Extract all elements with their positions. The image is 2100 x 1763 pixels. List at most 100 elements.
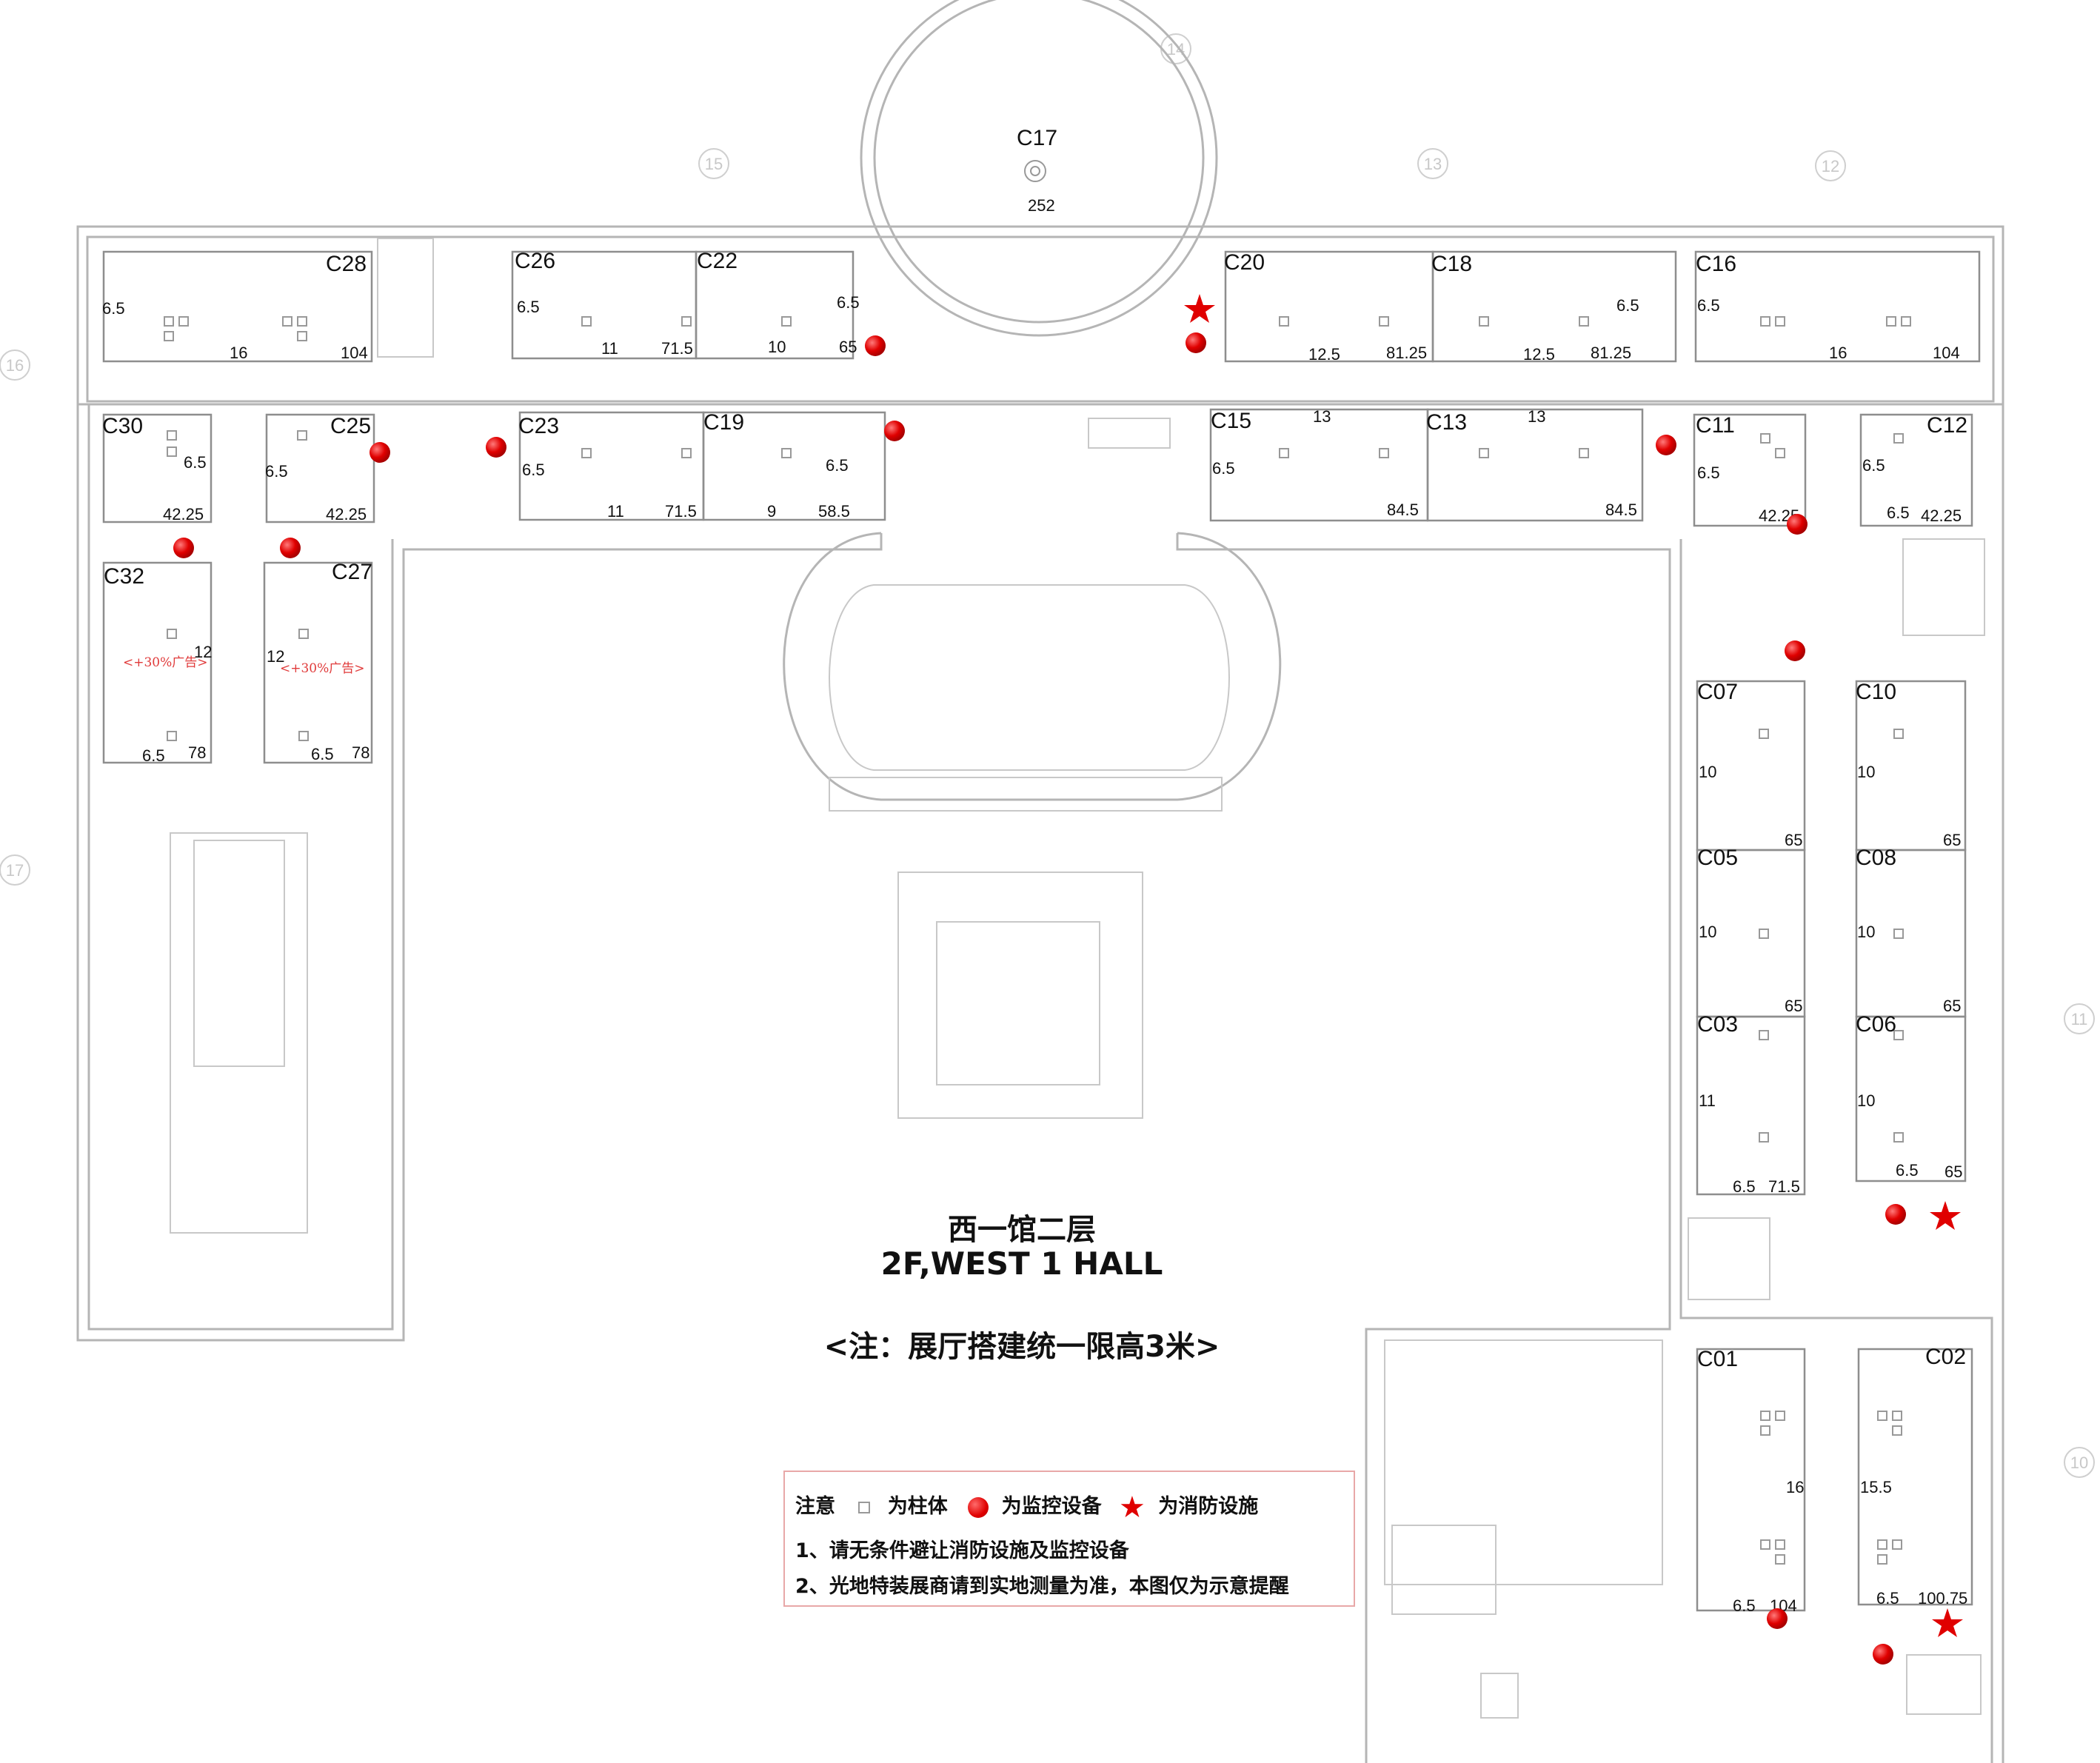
booth-c22-right: 6.5 <box>837 293 860 312</box>
legend-rule-2: 2、光地特装展商请到实地测量为准，本图仅为示意提醒 <box>795 1575 1289 1598</box>
booth-c22-id: C22 <box>697 249 738 273</box>
booth-c06-area: 65 <box>1944 1162 1962 1181</box>
camera-marker <box>1186 332 1206 353</box>
booth-c32-ad: <+30%广告> <box>123 655 208 670</box>
camera-marker <box>1787 514 1808 535</box>
booth-c11-id: C11 <box>1696 413 1735 438</box>
fire-icon: ★ <box>1119 1490 1146 1525</box>
camera-marker <box>1767 1608 1788 1629</box>
column-icon <box>858 1501 871 1513</box>
booth-c06-id: C06 <box>1856 1012 1896 1037</box>
axis-10: 10 <box>2070 1453 2088 1472</box>
booth-c08-id: C08 <box>1856 846 1896 870</box>
booth-c25-side: 6.5 <box>265 462 288 481</box>
booth-c27-ad: <+30%广告> <box>280 661 365 676</box>
booth-c26-area: 71.5 <box>661 339 693 358</box>
booth-c26-left: 6.5 <box>517 298 540 316</box>
booth-c20-area: 81.25 <box>1386 344 1427 362</box>
booth-c07-area: 65 <box>1785 831 1802 849</box>
axis-11: 11 <box>2071 1010 2088 1028</box>
booth-c28-left: 6.5 <box>102 299 125 318</box>
legend-heading: 注意 <box>795 1495 835 1518</box>
booth-c03-id: C03 <box>1697 1012 1738 1037</box>
grid-axes: 14 15 13 12 16 17 11 10 <box>0 33 2095 1478</box>
booth-c25-id: C25 <box>330 414 371 438</box>
booth-c19-area: 58.5 <box>818 502 850 521</box>
booth-c01-bottom: 6.5 <box>1733 1596 1756 1615</box>
booth-c32-area: 78 <box>188 743 206 762</box>
camera-marker <box>1873 1644 1893 1665</box>
fire-markers <box>1184 294 1963 1637</box>
booth-c20-bottom: 12.5 <box>1308 345 1340 364</box>
booth-c15-id: C15 <box>1211 409 1251 433</box>
axis-14: 14 <box>1167 40 1185 58</box>
booth-labels: C17 252 C28 6.5 16 104 C26 6.5 11 71.5 C… <box>102 126 1967 1615</box>
booth-c10-id: C10 <box>1856 680 1896 704</box>
booth-c27-id: C27 <box>332 560 372 584</box>
booth-c25-area: 42.25 <box>326 505 367 523</box>
booth-c08-area: 65 <box>1943 997 1961 1015</box>
booth-c12-side: 6.5 <box>1862 456 1885 475</box>
booth-c16-id: C16 <box>1696 252 1736 276</box>
booth-c05-id: C05 <box>1697 846 1738 870</box>
booth-c20-id: C20 <box>1224 250 1265 275</box>
booth-c10-area: 65 <box>1943 831 1961 849</box>
booth-c30-side: 6.5 <box>184 453 207 472</box>
booth-c15-top: 13 <box>1313 407 1331 426</box>
booth-c17-id: C17 <box>1017 126 1057 150</box>
camera-marker <box>369 442 390 463</box>
booth-c22-area: 65 <box>839 338 857 356</box>
booth-c32-bottom: 6.5 <box>142 746 165 765</box>
axis-17: 17 <box>6 861 24 880</box>
camera-marker <box>865 335 886 356</box>
booth-c17-area: 252 <box>1028 196 1055 215</box>
booth-c18-area: 81.25 <box>1591 344 1631 362</box>
booth-c02-area: 100.75 <box>1918 1589 1967 1608</box>
booth-c15-left: 6.5 <box>1212 459 1235 478</box>
booth-c12-area: 42.25 <box>1921 506 1962 525</box>
booth-c12-bottom: 6.5 <box>1887 504 1910 522</box>
booth-c18-right: 6.5 <box>1616 296 1639 315</box>
booth-c30-id: C30 <box>102 414 143 438</box>
booth-c15-area: 84.5 <box>1387 501 1419 519</box>
booth-c03-side: 11 <box>1699 1091 1716 1110</box>
booth-c13-id: C13 <box>1426 410 1467 435</box>
booth-c32-id: C32 <box>104 564 144 589</box>
booth-c16-bottom: 16 <box>1829 344 1847 362</box>
booth-c10-side: 10 <box>1857 763 1875 781</box>
camera-marker <box>1656 435 1676 455</box>
booth-c02-side: 15.5 <box>1860 1478 1892 1496</box>
camera-marker <box>280 538 301 558</box>
axis-12: 12 <box>1822 157 1839 175</box>
camera-icon <box>968 1496 989 1518</box>
legend-box: 注意 为柱体 为监控设备 ★ 为消防设施 1、请无条件避让消防设施及监控设备 2… <box>783 1471 1355 1607</box>
booth-c07-side: 10 <box>1699 763 1716 781</box>
booth-c13-area: 84.5 <box>1605 501 1637 519</box>
fire-marker <box>1932 1608 1963 1637</box>
booth-c23-id: C23 <box>518 414 559 438</box>
booth-c16-left: 6.5 <box>1697 296 1720 315</box>
booth-c18-id: C18 <box>1431 252 1472 276</box>
booth-c01-side: 16 <box>1786 1478 1804 1496</box>
booth-c12-id: C12 <box>1927 413 1967 438</box>
camera-marker <box>1885 1204 1906 1225</box>
axis-15: 15 <box>705 155 723 173</box>
camera-marker <box>884 421 905 441</box>
height-limit-note: <注：展厅搭建统一限高3米> <box>823 1330 1220 1364</box>
booth-c18-bottom: 12.5 <box>1523 345 1555 364</box>
legend-camera-label: 为监控设备 <box>1001 1495 1102 1518</box>
title-zh: 西一馆二层 <box>948 1213 1096 1247</box>
axis-13: 13 <box>1424 155 1442 173</box>
booth-c06-side: 10 <box>1857 1091 1875 1110</box>
booth-c02-bottom: 6.5 <box>1876 1589 1899 1608</box>
title-en: 2F,WEST 1 HALL <box>880 1245 1163 1282</box>
booth-c28-area: 104 <box>341 344 368 362</box>
legend-fire-label: 为消防设施 <box>1158 1495 1259 1518</box>
camera-marker <box>1785 640 1805 661</box>
booth-c19-right: 6.5 <box>826 456 849 475</box>
booth-c23-left: 6.5 <box>522 461 545 479</box>
booth-c27-side: 12 <box>267 647 284 666</box>
booth-c19-id: C19 <box>703 410 744 435</box>
